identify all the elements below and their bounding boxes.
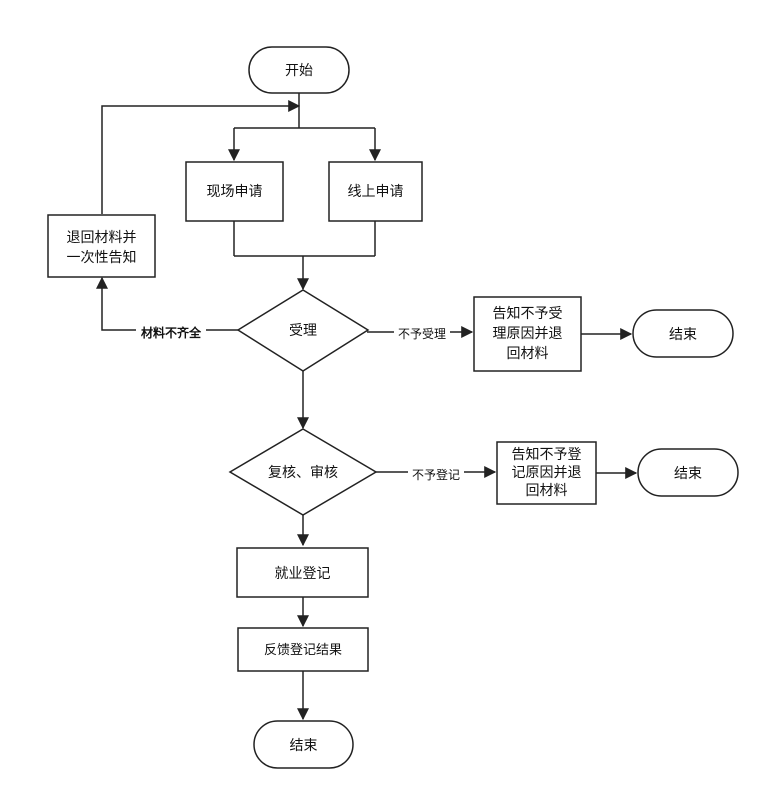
incomplete-label-bg bbox=[136, 324, 206, 340]
return-materials-line-2: 一次性告知 bbox=[67, 249, 137, 266]
online-apply-node: 线上申请 bbox=[328, 161, 423, 222]
feedback-node: 反馈登记结果 bbox=[237, 627, 369, 672]
review-label: 复核、审核 bbox=[268, 464, 338, 481]
onsite-apply-label: 现场申请 bbox=[207, 184, 263, 200]
reject-register-notice-node: 告知不予登 记原因并退 回材料 bbox=[496, 441, 597, 505]
end-node-3: 结束 bbox=[253, 720, 354, 769]
reject-accept-notice-line-3: 回材料 bbox=[507, 346, 549, 362]
accept-label: 受理 bbox=[289, 323, 317, 339]
start-label: 开始 bbox=[285, 63, 313, 79]
end-2-label: 结束 bbox=[674, 466, 702, 482]
end-node-1: 结束 bbox=[632, 309, 734, 358]
reject-accept-notice-node: 告知不予受 理原因并退 回材料 bbox=[473, 296, 582, 372]
reject-register-notice-line-1: 告知不予登 bbox=[512, 446, 582, 463]
end-node-2: 结束 bbox=[637, 448, 739, 497]
reject-accept-notice-line-2: 理原因并退 bbox=[493, 326, 563, 342]
not-registered-label-bg bbox=[408, 466, 464, 482]
feedback-label: 反馈登记结果 bbox=[264, 643, 342, 658]
arrow-return-to-start bbox=[101, 100, 301, 214]
end-1-label: 结束 bbox=[669, 327, 697, 343]
return-materials-line-1: 退回材料并 bbox=[67, 230, 137, 246]
arrow-incomplete-to-return bbox=[96, 276, 238, 331]
register-node: 就业登记 bbox=[236, 547, 369, 598]
return-materials-node: 退回材料并 一次性告知 bbox=[47, 214, 156, 278]
onsite-apply-node: 现场申请 bbox=[185, 161, 284, 222]
reject-register-notice-line-3: 回材料 bbox=[526, 483, 568, 499]
not-accepted-label: 不予受理 bbox=[398, 327, 446, 341]
review-decision: 复核、审核 bbox=[228, 428, 378, 516]
not-registered-label: 不予登记 bbox=[412, 467, 460, 482]
reject-accept-notice-line-1: 告知不予受 bbox=[493, 305, 563, 322]
end-3-label: 结束 bbox=[290, 738, 318, 754]
not-accepted-label-bg bbox=[394, 325, 450, 341]
online-apply-label: 线上申请 bbox=[348, 184, 404, 200]
incomplete-materials-label: 材料不齐全 bbox=[140, 325, 202, 340]
start-node: 开始 bbox=[248, 46, 350, 94]
register-label: 就业登记 bbox=[275, 566, 331, 582]
reject-register-notice-line-2: 记原因并退 bbox=[512, 465, 582, 481]
accept-decision: 受理 bbox=[236, 289, 370, 372]
